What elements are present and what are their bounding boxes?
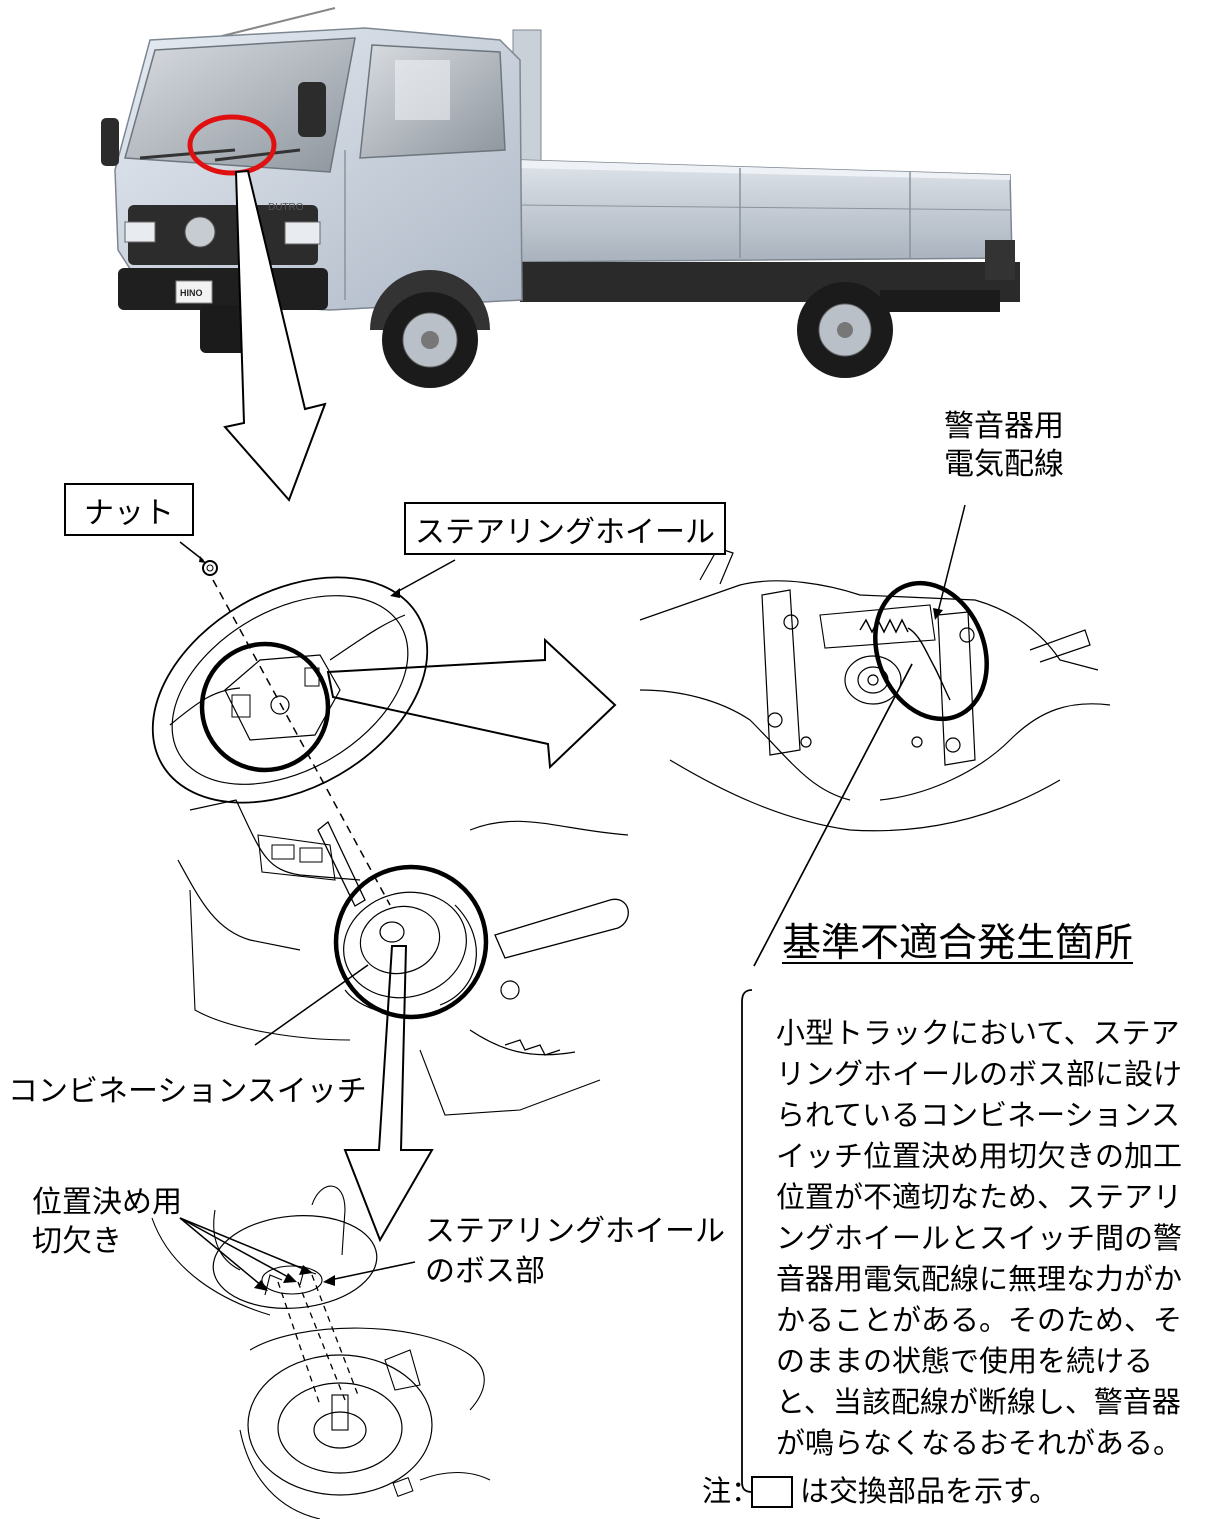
note-legend-box	[751, 1476, 793, 1508]
front-wheel	[370, 270, 490, 388]
highlight-circle	[187, 114, 277, 176]
boss-detail-view	[151, 1185, 491, 1519]
description-bracket	[741, 989, 753, 1493]
boss-label: ステアリングホイール のボス部	[425, 1214, 725, 1289]
nut-label-box: ナット	[64, 483, 194, 536]
defect-location-label: 基準不適合発生箇所	[782, 921, 1134, 966]
combination-switch-label: コンビネーションスイッチ	[8, 1074, 367, 1109]
truck-illustration: DUTRO HINO	[101, 7, 1020, 388]
note-suffix: は交換部品を示す。	[800, 1474, 1059, 1508]
note-prefix: 注：	[702, 1474, 761, 1508]
truck-plate: HINO	[180, 288, 203, 298]
positioning-notch-label: 位置決め用 切欠き	[32, 1185, 182, 1259]
steering-wheel-label: ステアリングホイール	[415, 514, 715, 550]
nut-part	[202, 560, 218, 576]
truck-badge: DUTRO	[268, 202, 304, 213]
boss-focus-circle	[199, 641, 331, 773]
arrows	[223, 169, 617, 1243]
steering-wheel-rim	[151, 576, 429, 804]
steering-assembly	[151, 541, 629, 1116]
wiring-focus-circle	[873, 580, 989, 722]
steering-wheel-label-box: ステアリングホイール	[404, 502, 726, 555]
hub-detail-view	[639, 504, 1111, 967]
defect-description: 小型トラックにおいて、ステアリングホイールのボス部に設けられているコンビネーショ…	[776, 1016, 1183, 1460]
horn-wiring-label: 警音器用 電気配線	[944, 409, 1064, 482]
nut-label: ナット	[84, 495, 174, 531]
switch-focus-circle	[333, 864, 489, 1020]
rear-wheel	[797, 282, 893, 378]
